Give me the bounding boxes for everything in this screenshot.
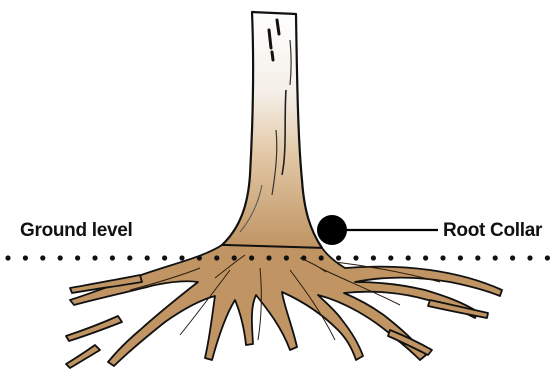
ground-dot bbox=[406, 255, 411, 260]
ground-dot bbox=[75, 255, 80, 260]
ground-dot bbox=[58, 255, 63, 260]
ground-dot bbox=[197, 255, 202, 260]
ground-dot bbox=[214, 255, 219, 260]
ground-dot bbox=[232, 255, 237, 260]
ground-dot bbox=[353, 255, 358, 260]
ground-dot bbox=[388, 255, 393, 260]
ground-dot bbox=[440, 255, 445, 260]
tree-trunk bbox=[222, 12, 322, 248]
ground-dot bbox=[510, 255, 515, 260]
ground-dot bbox=[423, 255, 428, 260]
ground-dot bbox=[110, 255, 115, 260]
ground-dot bbox=[475, 255, 480, 260]
ground-dot bbox=[5, 255, 10, 260]
ground-dot bbox=[545, 255, 550, 260]
ground-dot bbox=[301, 255, 306, 260]
ground-dot bbox=[145, 255, 150, 260]
ground-dot bbox=[527, 255, 532, 260]
ground-dot bbox=[179, 255, 184, 260]
ground-dot bbox=[493, 255, 498, 260]
ground-dot bbox=[92, 255, 97, 260]
ground-dot bbox=[127, 255, 132, 260]
ground-dot bbox=[23, 255, 28, 260]
ground-dot bbox=[336, 255, 341, 260]
ground-dot bbox=[284, 255, 289, 260]
ground-dot bbox=[371, 255, 376, 260]
root-collar-marker bbox=[317, 215, 347, 245]
ground-dot bbox=[249, 255, 254, 260]
tree-roots bbox=[66, 245, 502, 368]
root-collar-label: Root Collar bbox=[443, 221, 542, 240]
ground-dot bbox=[40, 255, 45, 260]
ground-dot bbox=[266, 255, 271, 260]
ground-dot bbox=[319, 255, 324, 260]
ground-dot bbox=[162, 255, 167, 260]
ground-level-label: Ground level bbox=[20, 221, 133, 240]
ground-dot bbox=[458, 255, 463, 260]
